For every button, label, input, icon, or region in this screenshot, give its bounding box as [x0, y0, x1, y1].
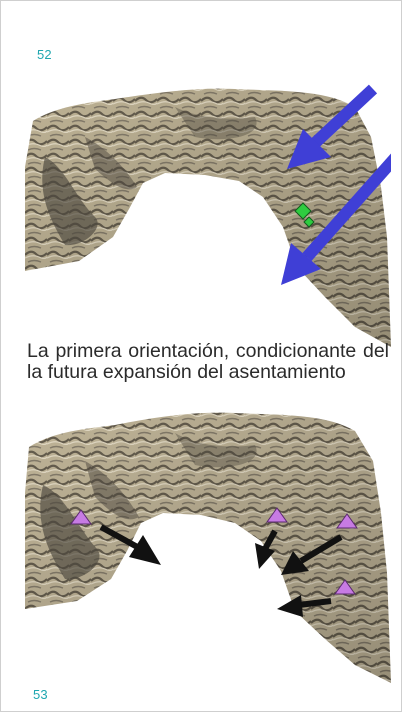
terrain-figure-top	[25, 84, 391, 347]
page-number-top: 52	[37, 47, 52, 62]
blue-arrow-upper	[287, 84, 378, 169]
purple-triangle-marker-icon	[266, 507, 288, 523]
purple-triangle-marker-icon	[334, 579, 356, 595]
green-diamond-marker-icon	[294, 202, 315, 228]
page-number-bottom: 53	[33, 687, 48, 702]
terrain-figure-bottom	[25, 412, 391, 683]
black-arrow-center	[255, 529, 278, 569]
black-arrow-left	[99, 524, 161, 565]
terrain-surface	[25, 412, 391, 683]
figure-caption: La primera orientación, condicionante de…	[27, 340, 389, 383]
purple-triangle-marker-icon	[70, 509, 92, 525]
black-arrow-right	[281, 534, 343, 575]
blue-arrow-lower	[281, 153, 391, 285]
black-arrow-lower	[277, 595, 332, 617]
purple-triangle-marker-icon	[336, 513, 358, 529]
